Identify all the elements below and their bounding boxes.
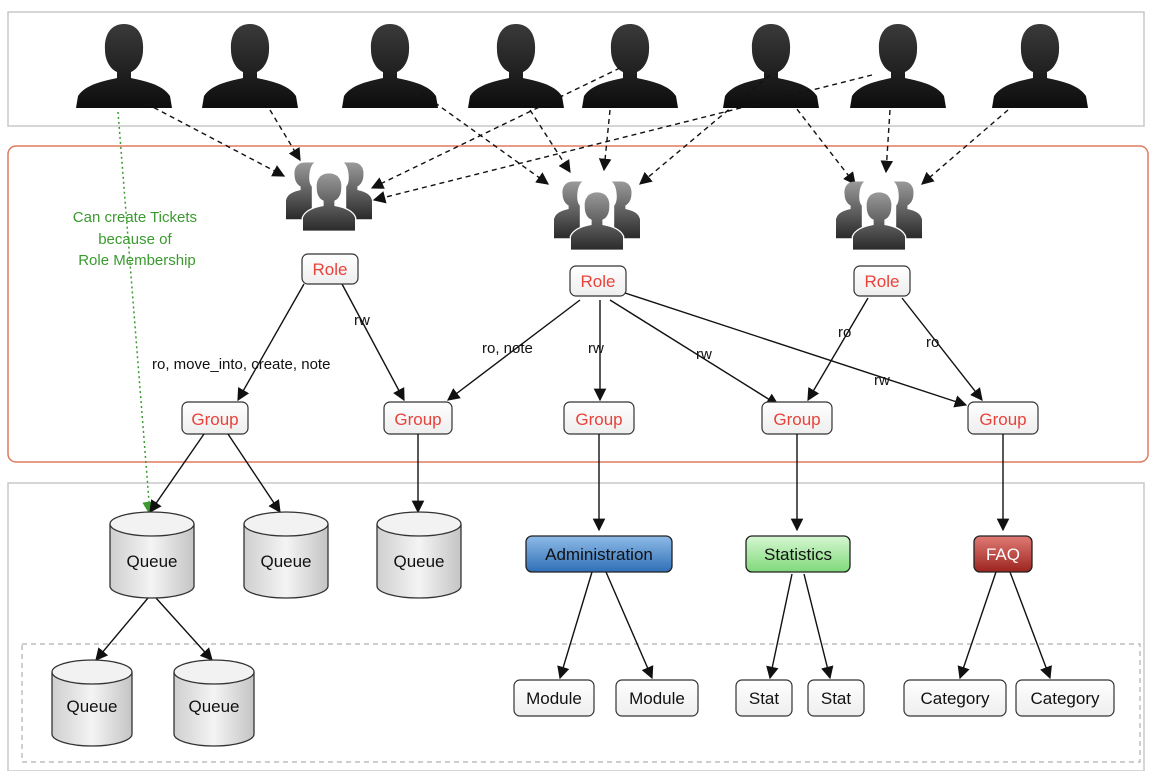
leaf-label: Category [921, 689, 990, 708]
administration-label: Administration [545, 545, 653, 564]
edge-label: rw [588, 340, 604, 357]
leaf-node: Module [615, 679, 699, 717]
role-label: Role [313, 260, 348, 279]
users [76, 24, 1088, 108]
role-node: Role [569, 265, 627, 297]
group-label: Group [979, 410, 1026, 429]
role-node: Role [301, 253, 359, 285]
group-label: Group [191, 410, 238, 429]
statistics-module: Statistics [745, 535, 851, 573]
leaf-node: Stat [735, 679, 793, 717]
leaf-label: Module [629, 689, 685, 708]
leaf-node: Module [513, 679, 595, 717]
queue-cylinder: Queue [51, 659, 133, 747]
group-label: Group [575, 410, 622, 429]
roles-groups-region [7, 145, 1149, 463]
leaf-node: Category [1015, 679, 1115, 717]
user-silhouette-icon [992, 24, 1088, 108]
user-silhouette-icon [723, 24, 819, 108]
group-object-edges [95, 433, 1052, 680]
faq-module: FAQ [973, 535, 1033, 573]
user-silhouette-icon [76, 24, 172, 108]
queue-label: Queue [66, 697, 117, 716]
queue-cylinder: Queue [376, 511, 462, 599]
role-group-edges [237, 283, 983, 408]
edge-label: rw [354, 312, 370, 329]
role-group-icon [836, 180, 922, 251]
user-role-edges [129, 67, 1009, 204]
leaf-label: Stat [821, 689, 852, 708]
queue-cylinder: Queue [243, 511, 329, 599]
edge-label: ro [838, 324, 851, 341]
role-group-icon [554, 180, 640, 251]
leaf-label: Category [1031, 689, 1100, 708]
ticket-create-edge [117, 111, 156, 516]
role-label: Role [865, 272, 900, 291]
group-node: Group [761, 401, 833, 435]
leaf-label: Module [526, 689, 582, 708]
queue-label: Queue [126, 552, 177, 571]
user-silhouette-icon [850, 24, 946, 108]
leaf-label: Stat [749, 689, 780, 708]
users-region [7, 11, 1145, 127]
queue-cylinder: Queue [173, 659, 255, 747]
role-node: Role [853, 265, 911, 297]
edge-label: ro, move_into, create, note [152, 356, 330, 373]
leaf-node: Category [903, 679, 1007, 717]
group-label: Group [773, 410, 820, 429]
sub-objects-region [21, 643, 1141, 763]
edge-label: rw [874, 372, 890, 389]
queue-label: Queue [260, 552, 311, 571]
administration-module: Administration [525, 535, 673, 573]
queue-label: Queue [393, 552, 444, 571]
role-group-icon [286, 161, 372, 232]
leaf-node: Stat [807, 679, 865, 717]
edge-label: rw [696, 346, 712, 363]
role-label: Role [581, 272, 616, 291]
faq-label: FAQ [986, 545, 1020, 564]
group-node: Group [383, 401, 453, 435]
group-node: Group [181, 401, 249, 435]
group-node: Group [563, 401, 635, 435]
edge-label: ro, note [482, 340, 533, 357]
user-silhouette-icon [582, 24, 678, 108]
group-node: Group [967, 401, 1039, 435]
user-silhouette-icon [202, 24, 298, 108]
statistics-label: Statistics [764, 545, 832, 564]
queue-cylinder: Queue [109, 511, 195, 599]
group-label: Group [394, 410, 441, 429]
user-silhouette-icon [468, 24, 564, 108]
objects-region [7, 482, 1145, 771]
queue-label: Queue [188, 697, 239, 716]
edge-label: ro [926, 334, 939, 351]
role-membership-note: Can create Tickets because of Role Membe… [73, 209, 201, 269]
